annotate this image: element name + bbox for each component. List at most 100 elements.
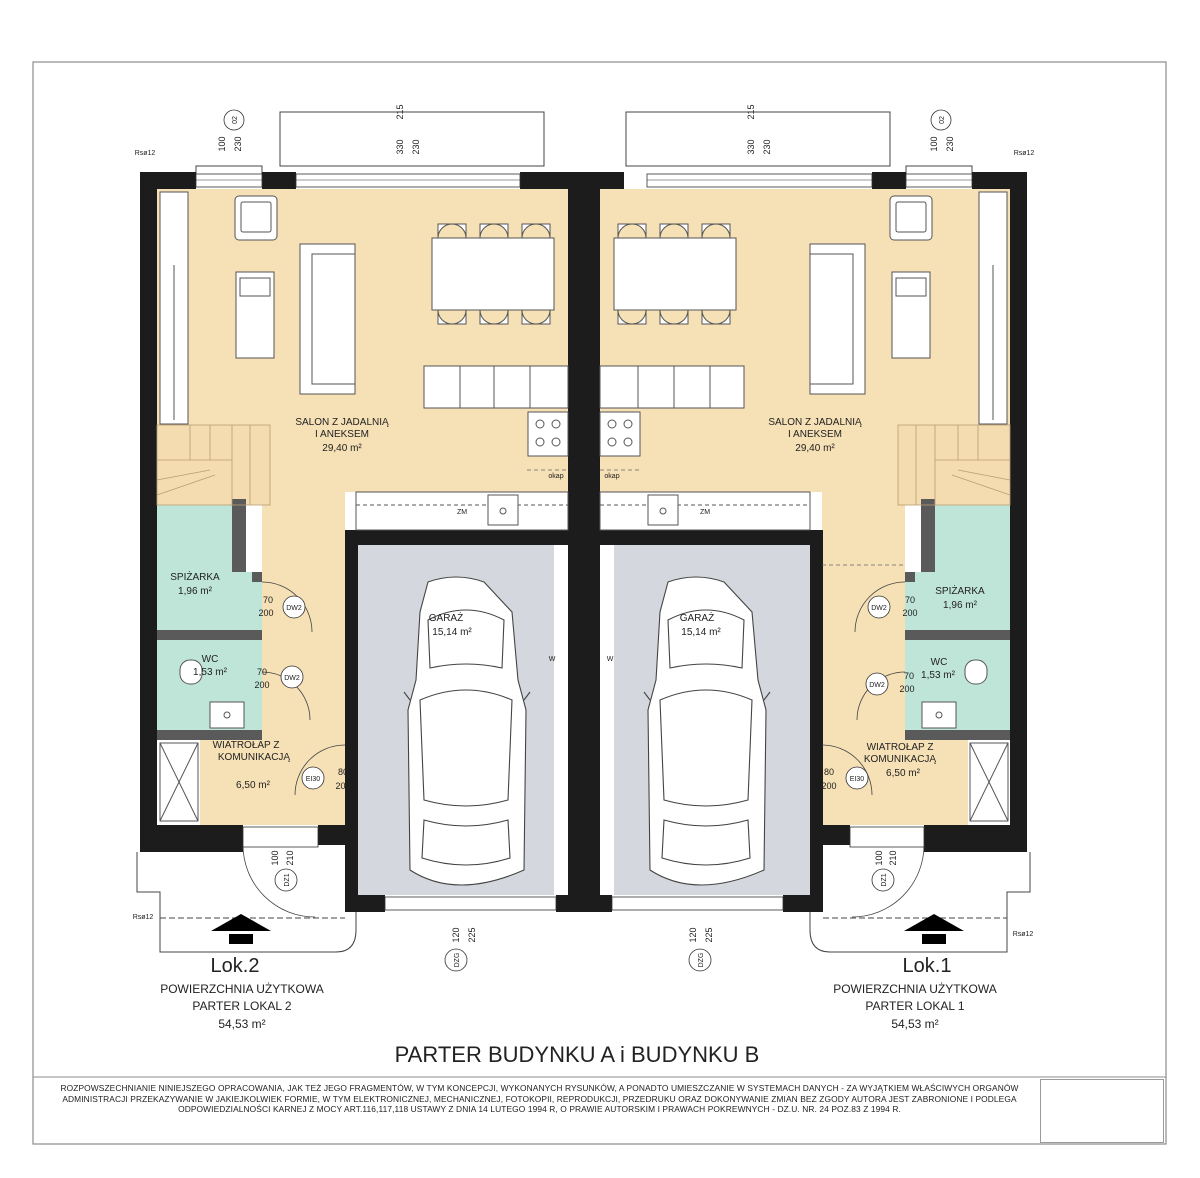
- window-height: 230: [233, 136, 243, 151]
- cooktop: [599, 411, 641, 457]
- garaz-name-left: GARAŻ: [429, 611, 463, 624]
- door-width: 100: [874, 850, 884, 865]
- lok-label-right: Lok.1: [903, 955, 952, 977]
- salon-name2-right: I ANEKSEM: [788, 429, 842, 440]
- salon-name-left: SALON Z JADALNIĄ: [295, 417, 389, 428]
- terrace-outlines: [195, 111, 973, 179]
- garage-door-height: 225: [704, 927, 714, 942]
- w-mark: W: [549, 656, 556, 663]
- window-height: 230: [411, 139, 421, 154]
- drawing-title: PARTER BUDYNKU A i BUDYNKU B: [395, 1042, 760, 1067]
- kitchen-counter: [599, 491, 811, 531]
- balcony-dim: 215: [395, 104, 405, 119]
- window-width: 100: [217, 136, 227, 151]
- tag-circles: [223, 109, 952, 972]
- cooktop: [527, 411, 569, 457]
- dining-table: [613, 237, 737, 311]
- door-dw2-tag: DW2: [286, 605, 302, 612]
- garaz-area-right: 15,14 m²: [681, 627, 721, 638]
- window-height: 230: [762, 139, 772, 154]
- kitchen-island: [423, 365, 569, 409]
- salon-area-left: 29,40 m²: [322, 443, 362, 454]
- balcony-dim: 215: [746, 104, 756, 119]
- kitchen-counter: [355, 491, 569, 531]
- usable-area-line2-right: PARTER LOKAL 1: [865, 999, 964, 1013]
- copyright-disclaimer: ROZPOWSZECHNIANIE NINIEJSZEGO OPRACOWANI…: [60, 1083, 1019, 1114]
- door-ei30-tag: EI30: [306, 776, 321, 783]
- door-dw2-tag: DW2: [869, 682, 885, 689]
- salon-name-right: SALON Z JADALNIĄ: [768, 417, 862, 428]
- spizarka-name-left: SPIŻARKA: [170, 570, 220, 583]
- salon-area-right: 29,40 m²: [795, 443, 835, 454]
- door-width: 70: [904, 671, 914, 681]
- wc-area-left: 1,53 m²: [193, 667, 228, 678]
- spizarka-area-right: 1,96 m²: [943, 600, 978, 611]
- door-width: 70: [905, 595, 915, 605]
- wc-name-right: WC: [931, 657, 948, 668]
- wiatrolap-fill: [822, 740, 968, 825]
- disclaimer-frame: [32, 1076, 1167, 1145]
- rso-label: Rsø12: [1014, 150, 1035, 157]
- windows-top: [195, 173, 973, 188]
- door-height: 200: [899, 684, 914, 694]
- door-width: 80: [824, 767, 834, 777]
- car-left: [403, 576, 531, 886]
- entrance-arrow-right: [904, 914, 964, 944]
- door-dw2-tag: DW2: [871, 605, 887, 612]
- door-height: 200: [254, 680, 269, 690]
- garage-door-height: 225: [467, 927, 477, 942]
- usable-area-value-left: 54,53 m²: [218, 1017, 265, 1031]
- entrance-doors: [242, 826, 925, 848]
- exterior-paths: [136, 852, 1031, 953]
- wiatrolap-name-right: WIATROŁAP Z: [867, 742, 934, 753]
- furniture-right: [599, 191, 1009, 822]
- spizarka-fill: [157, 505, 262, 630]
- door-height: 200: [335, 781, 350, 791]
- window-height: 230: [945, 136, 955, 151]
- garage-door-width: 120: [451, 927, 461, 942]
- garaz-name-right: GARAŻ: [680, 611, 714, 624]
- logo-box: [1040, 1079, 1164, 1143]
- door-height: 210: [285, 850, 295, 865]
- stairs-left: [156, 424, 271, 506]
- wiatrolap-area-right: 6,50 m²: [886, 768, 921, 779]
- wiatrolap-name-left: WIATROŁAP Z: [213, 740, 280, 751]
- door-dzg-tag: DZG: [698, 953, 705, 968]
- door-width: 100: [270, 850, 280, 865]
- door-dz1-tag: DZ1: [881, 873, 888, 886]
- dining-table: [431, 237, 555, 311]
- door-height: 210: [888, 850, 898, 865]
- door-dzg-tag: DZG: [454, 953, 461, 968]
- wiatrolap-name2-left: KOMUNIKACJĄ: [218, 752, 291, 763]
- window-width: 100: [929, 136, 939, 151]
- usable-area-line1-left: POWIERZCHNIA UŻYTKOWA: [160, 982, 324, 996]
- zm-label: ZM: [457, 509, 467, 516]
- lok-label-left: Lok.2: [211, 955, 260, 977]
- door-height: 200: [258, 608, 273, 618]
- salon-name2-left: I ANEKSEM: [315, 429, 369, 440]
- wc-area-right: 1,53 m²: [921, 670, 956, 681]
- wc-toilet: [179, 659, 203, 685]
- window-02-tag: 02: [939, 116, 946, 124]
- entrance-arrow-left: [211, 914, 271, 944]
- door-swings: [242, 581, 925, 918]
- partitions: [157, 499, 1010, 740]
- garaz-area-left: 15,14 m²: [432, 627, 472, 638]
- usable-area-line1-right: POWIERZCHNIA UŻYTKOWA: [833, 982, 997, 996]
- stairs-area: [157, 425, 270, 505]
- door-dw2-tag: DW2: [284, 675, 300, 682]
- usable-area-value-right: 54,53 m²: [891, 1017, 938, 1031]
- w-mark: W: [607, 656, 614, 663]
- wc-name-left: WC: [202, 654, 219, 665]
- door-width: 70: [263, 595, 273, 605]
- zm-label: ZM: [700, 509, 710, 516]
- rso-label: Rsø12: [133, 914, 154, 921]
- wc-toilet: [964, 659, 988, 685]
- garage-doors: [384, 896, 784, 911]
- window-02-tag: 02: [232, 116, 239, 124]
- spizarka-area-left: 1,96 m²: [178, 586, 213, 597]
- stairs-area: [898, 425, 1010, 505]
- spizarka-name-right: SPIŻARKA: [935, 584, 985, 597]
- car-right: [643, 576, 771, 886]
